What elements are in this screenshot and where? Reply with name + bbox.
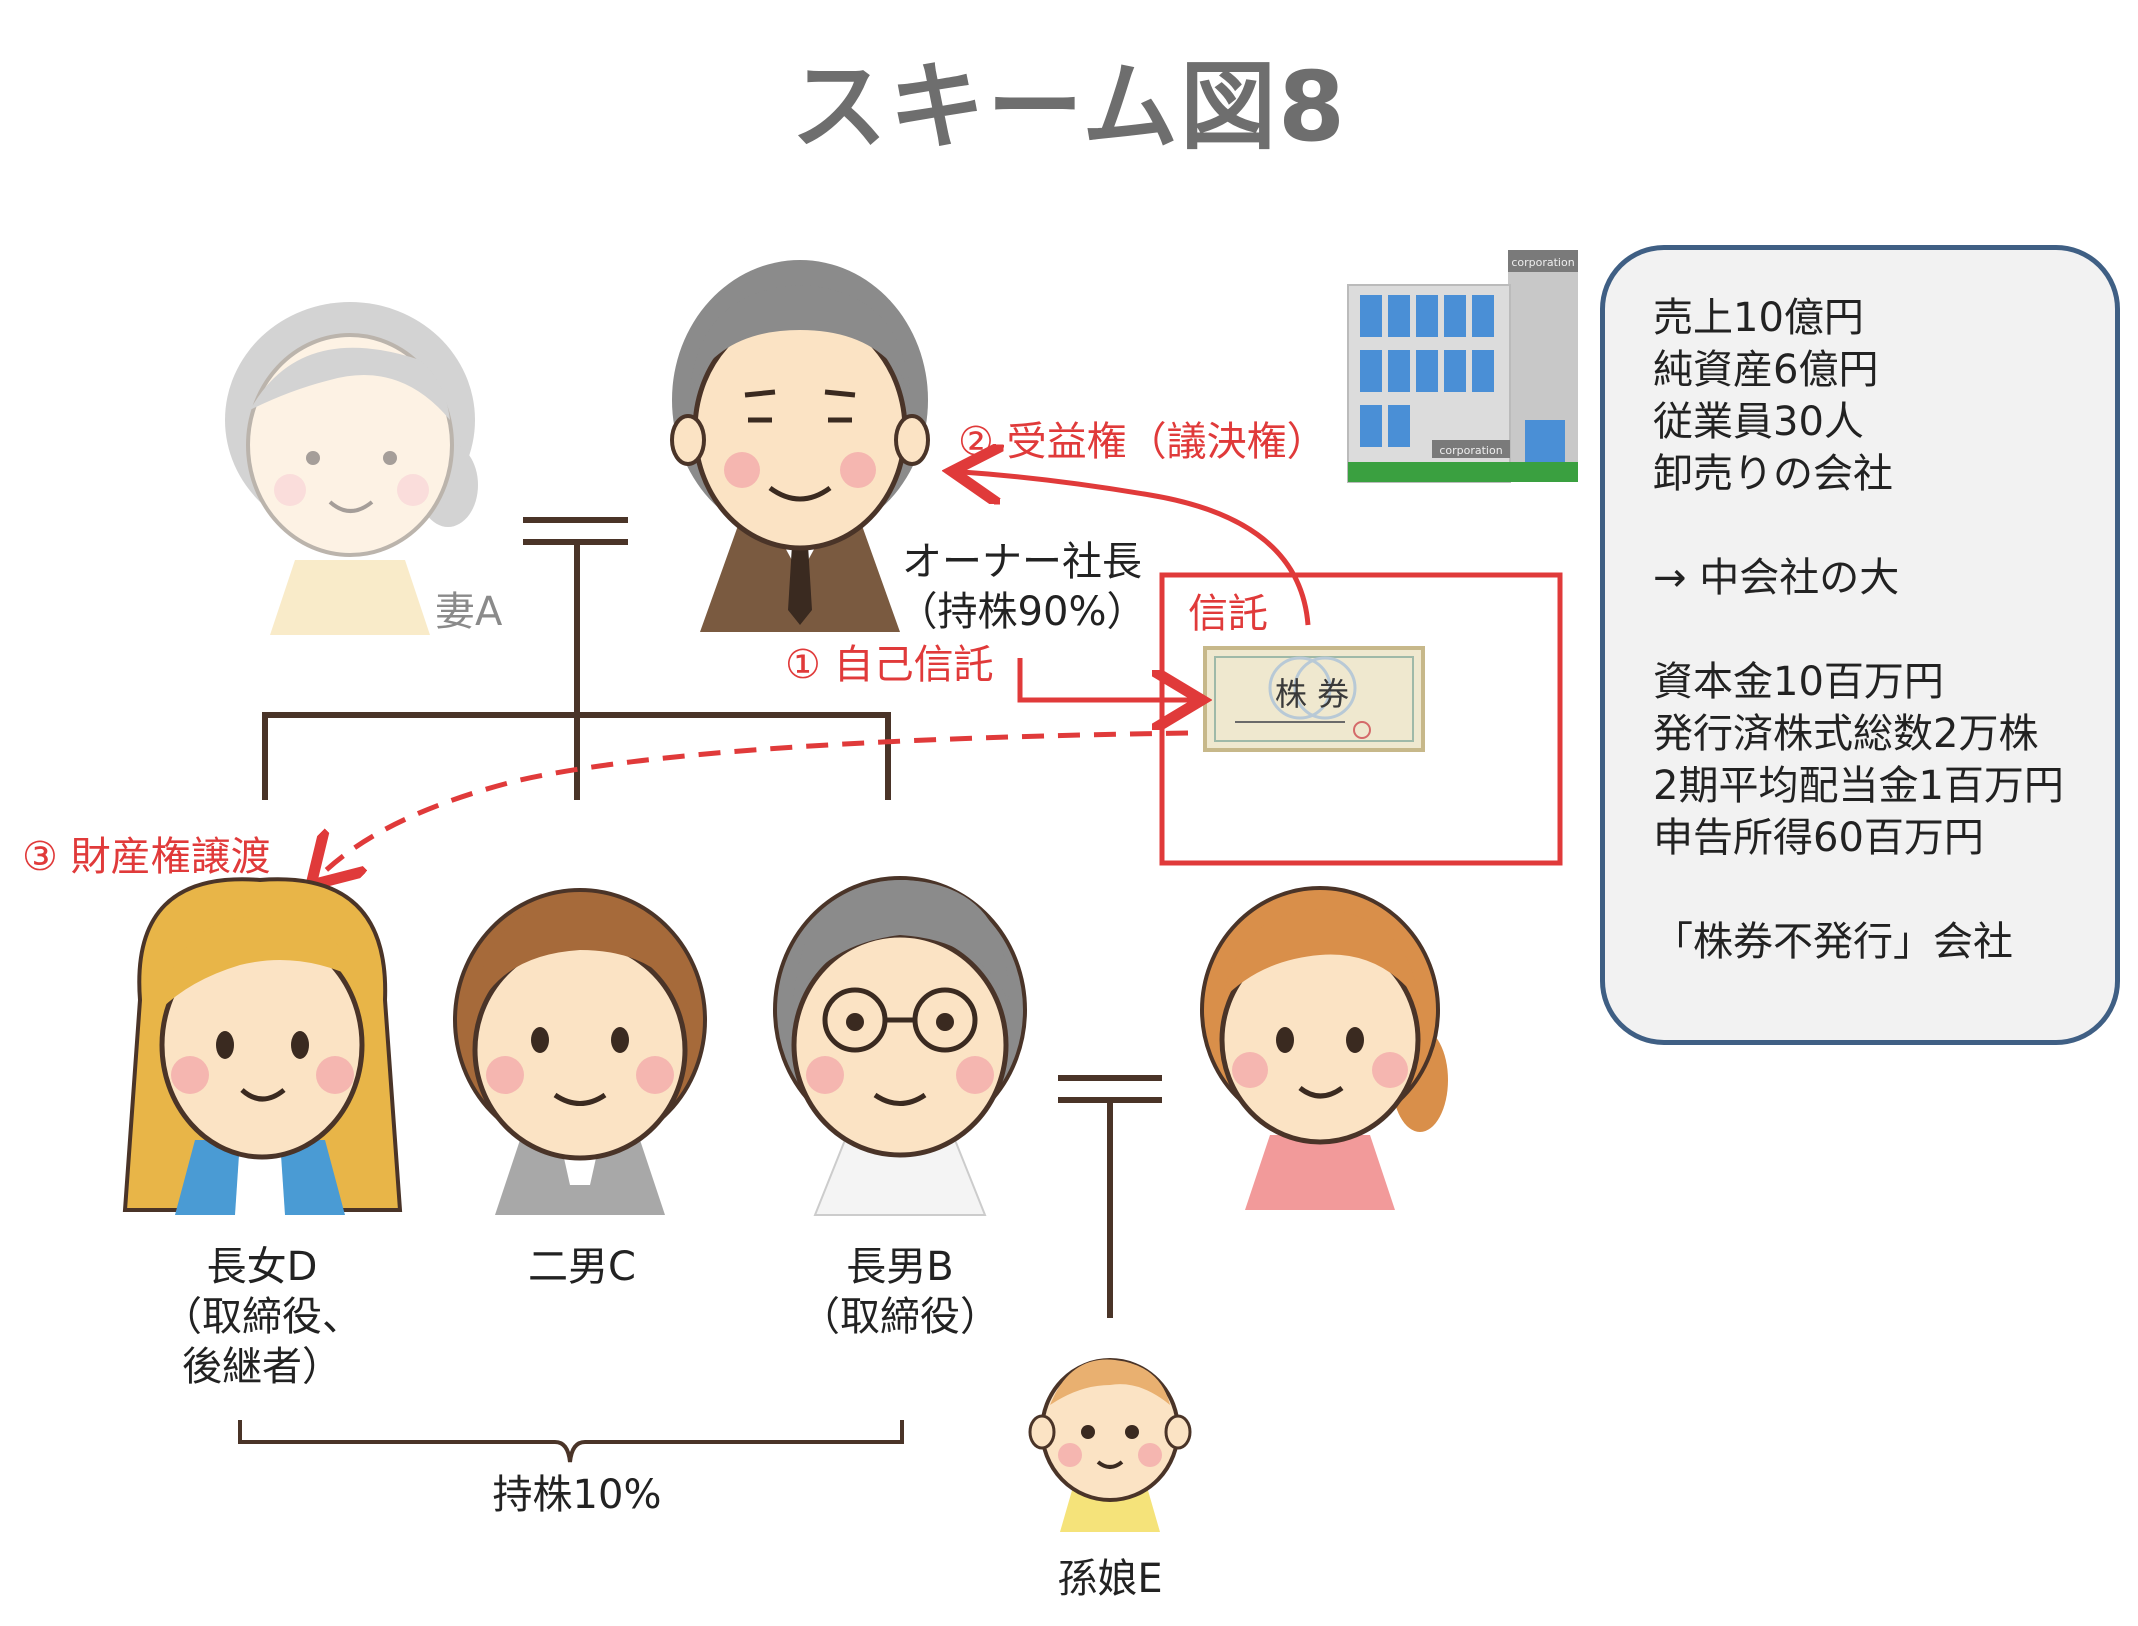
info-business-type: 卸売りの会社 <box>1653 451 1893 497</box>
info-shares-issued: 発行済株式総数2万株 <box>1653 711 2039 757</box>
info-dividend: 2期平均配当金1百万円 <box>1653 763 2064 809</box>
owner-shares-label: （持株90%） <box>898 589 1147 635</box>
info-size-class: → 中会社の大 <box>1653 555 1900 601</box>
property-transfer-label: ③ 財産権譲渡 <box>22 834 271 880</box>
eldest-daughter-role-2: 後継者） <box>182 1344 342 1390</box>
property-transfer-arrow <box>318 730 1189 878</box>
info-spacer <box>1653 864 2085 916</box>
info-spacer <box>1653 500 2085 552</box>
eldest-son-wife-avatar <box>1200 886 1448 1210</box>
beneficial-right-arrow <box>962 472 1311 626</box>
beneficial-right-label: ② 受益権（議決権） <box>958 419 1327 465</box>
self-trust-label: ① 自己信託 <box>785 642 994 688</box>
wife-a-label: 妻A <box>435 589 503 635</box>
second-son-label: 二男C <box>528 1244 636 1290</box>
corporation-building-icon: corporation corporation <box>1347 250 1578 483</box>
certificate-text: 株 券 <box>1275 675 1349 713</box>
stock-certificate-icon: 株 券 <box>1203 646 1425 752</box>
building-sign-door: corporation <box>1439 444 1502 457</box>
trust-label: 信託 <box>1188 591 1268 637</box>
family-lines <box>262 517 1162 1318</box>
info-sales: 売上10億円 <box>1653 295 1864 341</box>
page-title: スキーム図8 <box>791 51 1347 163</box>
eldest-son-label: 長男B <box>846 1244 953 1290</box>
granddaughter-avatar <box>1028 1358 1192 1532</box>
eldest-son-avatar <box>773 876 1027 1216</box>
info-capital: 資本金10百万円 <box>1653 659 1944 705</box>
granddaughter-label: 孫娘E <box>1057 1556 1162 1602</box>
shares-bracket-label: 持株10% <box>493 1472 662 1518</box>
second-son-avatar <box>453 888 707 1215</box>
wife-a-avatar <box>225 302 478 635</box>
info-spacer <box>1653 604 2085 656</box>
info-note: 「株券不発行」会社 <box>1653 919 2013 965</box>
eldest-daughter-avatar <box>122 877 403 1215</box>
self-trust-arrow <box>1017 658 1192 700</box>
building-sign-top: corporation <box>1511 256 1574 269</box>
shares-bracket <box>238 1420 904 1463</box>
eldest-son-role: （取締役） <box>800 1294 1000 1340</box>
owner-label: オーナー社長 <box>902 539 1142 585</box>
info-employees: 従業員30人 <box>1653 399 1864 445</box>
company-info-box: 売上10億円 純資産6億円 従業員30人 卸売りの会社 → 中会社の大 資本金1… <box>1600 245 2120 1045</box>
eldest-daughter-role-1: （取締役、 <box>162 1294 362 1340</box>
info-declared-income: 申告所得60百万円 <box>1653 815 1984 861</box>
owner-avatar <box>670 260 930 632</box>
eldest-daughter-label: 長女D <box>207 1244 318 1290</box>
info-net-assets: 純資産6億円 <box>1653 347 1879 393</box>
